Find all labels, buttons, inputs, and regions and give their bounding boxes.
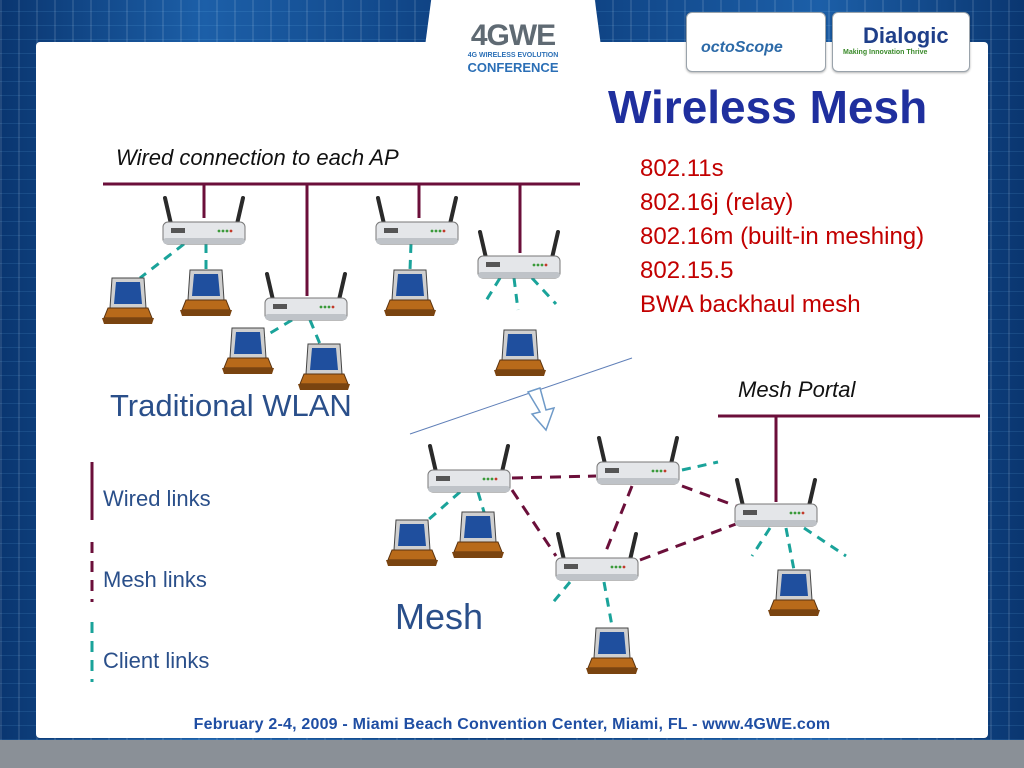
conference-logo: 4GWE 4G WIRELESS EVOLUTION CONFERENCE (445, 6, 581, 80)
legend-client-label: Client links (103, 648, 210, 673)
dialogic-logo-tagline: Making Innovation Thrive (843, 49, 928, 56)
standard-item: 802.15.5 (640, 257, 734, 284)
laptop-trad-1 (101, 277, 155, 325)
transition-arrow (526, 387, 556, 432)
laptop-trad-2 (179, 269, 233, 317)
slide-footer: February 2-4, 2009 - Miami Beach Convent… (193, 716, 831, 733)
router-trad-3 (374, 196, 460, 246)
standard-item: 802.16j (relay) (640, 189, 794, 216)
mesh-portal-wired (718, 414, 980, 502)
wired-backbone (103, 182, 580, 296)
conference-logo-main: 4GWE (470, 19, 556, 52)
traditional-wlan-label: Traditional WLAN (110, 388, 352, 423)
laptop-mesh-1 (385, 519, 439, 567)
mesh-links (510, 474, 737, 562)
laptop-mesh-4 (767, 569, 821, 617)
standard-item: 802.11s (640, 155, 724, 182)
octoscope-logo: octoScope (686, 12, 826, 72)
laptop-mesh-3 (585, 627, 639, 675)
laptop-trad-5 (383, 269, 437, 317)
dialogic-logo: Dialogic Making Innovation Thrive (832, 12, 970, 72)
slide-canvas (36, 42, 988, 738)
router-mesh-2 (595, 436, 681, 486)
wired-connection-caption: Wired connection to each AP (116, 145, 399, 170)
traditional-client-links (139, 242, 558, 345)
slide-title: Wireless Mesh (608, 81, 928, 133)
section-divider (409, 357, 633, 435)
octoscope-logo-text: octoScope (701, 39, 783, 56)
conference-logo-tab (420, 0, 606, 84)
conference-logo-sub: 4G WIRELESS EVOLUTION (467, 52, 559, 59)
standard-item: 802.16m (built-in meshing) (640, 223, 925, 250)
legend-mesh-label: Mesh links (103, 567, 207, 592)
standards-list: 802.11s 802.16j (relay) 802.16m (built-i… (640, 152, 924, 322)
mesh-client-links (427, 460, 847, 627)
laptop-trad-6 (493, 329, 547, 377)
laptop-mesh-2 (451, 511, 505, 559)
laptop-trad-4 (297, 343, 351, 391)
dialogic-logo-text: Dialogic (863, 23, 949, 48)
bottom-bar (0, 740, 1024, 768)
router-mesh-3 (554, 532, 640, 582)
legend-wired-label: Wired links (103, 486, 211, 511)
mesh-portal-label: Mesh Portal (738, 377, 856, 402)
laptop-trad-3 (221, 327, 275, 375)
router-mesh-1 (426, 444, 512, 494)
mesh-label: Mesh (395, 596, 484, 637)
standard-item: BWA backhaul mesh (640, 291, 861, 318)
conference-logo-word: CONFERENCE (467, 60, 559, 75)
